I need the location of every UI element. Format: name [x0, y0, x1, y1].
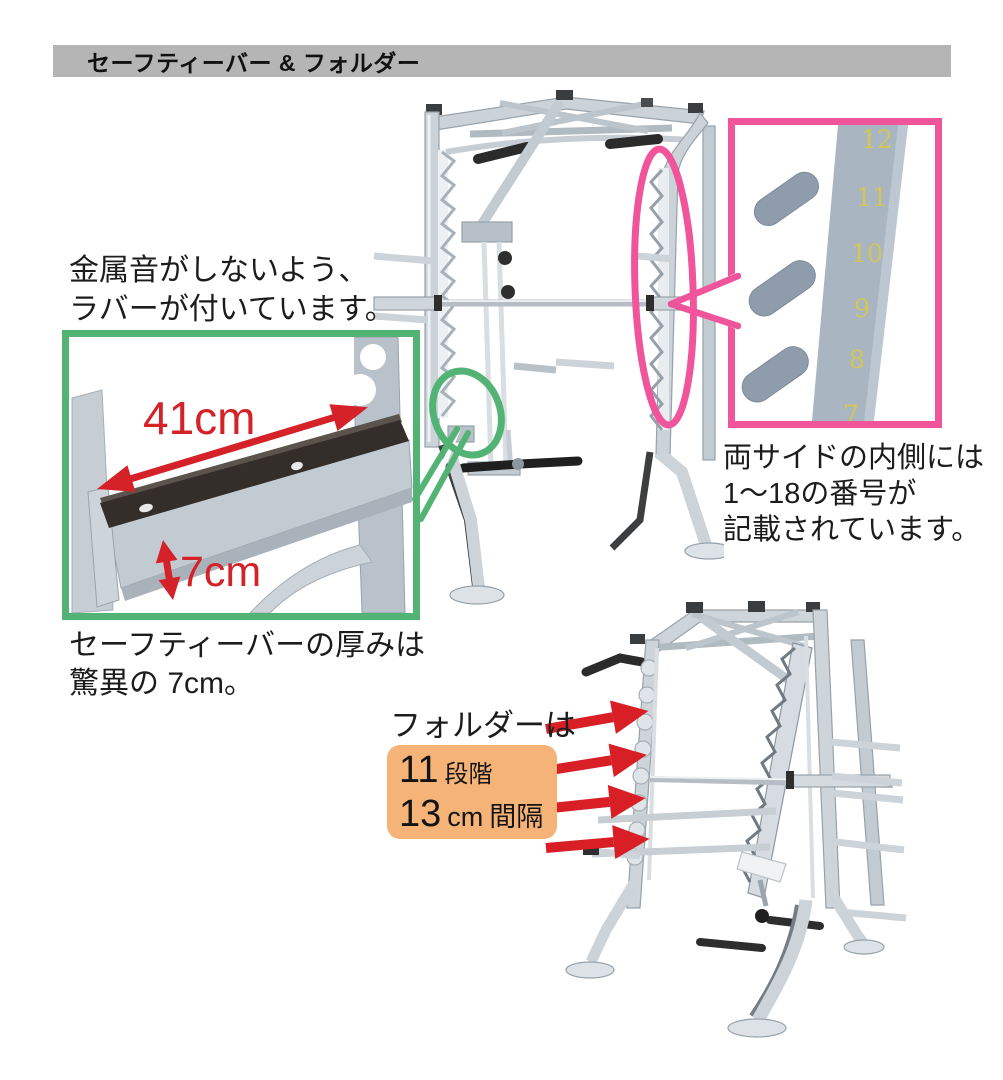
safety-caption-line1: セーフティーバーの厚みは [69, 629, 426, 662]
numbers-note-line1: 両サイドの内側には [723, 442, 985, 474]
height-dimension-arrow [155, 540, 181, 600]
numbered-rack-inset-photo: 12 11 10 9 8 7 [735, 125, 935, 429]
green-inset-border [62, 330, 420, 620]
pink-inset-border [728, 118, 942, 428]
smith-machine-rear-photo [565, 601, 907, 1038]
width-dimension-arrow [97, 404, 368, 492]
section-header-bar: セーフティーバー & フォルダー [53, 45, 951, 77]
rack-number-7: 7 [843, 400, 859, 429]
smith-machine-front-photo [373, 90, 724, 605]
rack-number-11: 11 [856, 183, 888, 212]
side-numbers-note: 両サイドの内側には 1〜18の番号が 記載されています。 [723, 440, 984, 548]
rubber-note-line1: 金属音がしないよう、 [69, 254, 369, 287]
safety-caption-line2: 驚異の 7cm。 [69, 667, 255, 700]
machine-front-frame [373, 90, 724, 605]
folder-interval-cm: cm [447, 802, 484, 832]
numbers-note-line3: 記載されています。 [723, 514, 981, 546]
rack-number-10: 10 [851, 239, 883, 268]
height-dimension-label: 7cm [180, 548, 261, 596]
rack-number-8: 8 [849, 345, 865, 374]
rack-wave-hooks [741, 171, 819, 403]
numbers-note-line2: 1〜18の番号が [723, 478, 917, 510]
rubber-note-line2: ラバーが付いています。 [69, 293, 395, 326]
folder-label: フォルダーは [390, 708, 576, 743]
section-title: セーフティーバー & フォルダー [87, 50, 421, 76]
folder-steps-unit: 段階 [444, 761, 493, 788]
rack-number-9: 9 [854, 294, 870, 323]
folder-steps-value: 11 [399, 749, 439, 791]
rubber-strip [100, 414, 409, 528]
rack-number-labels: 12 11 10 9 8 7 [843, 125, 893, 429]
safety-bar-inset-photo [69, 337, 413, 613]
machine-rear-frame [565, 601, 907, 1038]
rack-number-12: 12 [861, 125, 893, 154]
width-dimension-label: 41cm [143, 392, 255, 444]
safety-bar-caption: セーフティーバーの厚みは 驚異の 7cm。 [69, 627, 425, 703]
rubber-note: 金属音がしないよう、 ラバーが付いています。 [69, 251, 395, 329]
folder-interval-unit: 間隔 [489, 802, 544, 832]
folder-spec-line1: 11 段階 [399, 748, 557, 792]
folder-interval-value: 13 [399, 793, 442, 835]
